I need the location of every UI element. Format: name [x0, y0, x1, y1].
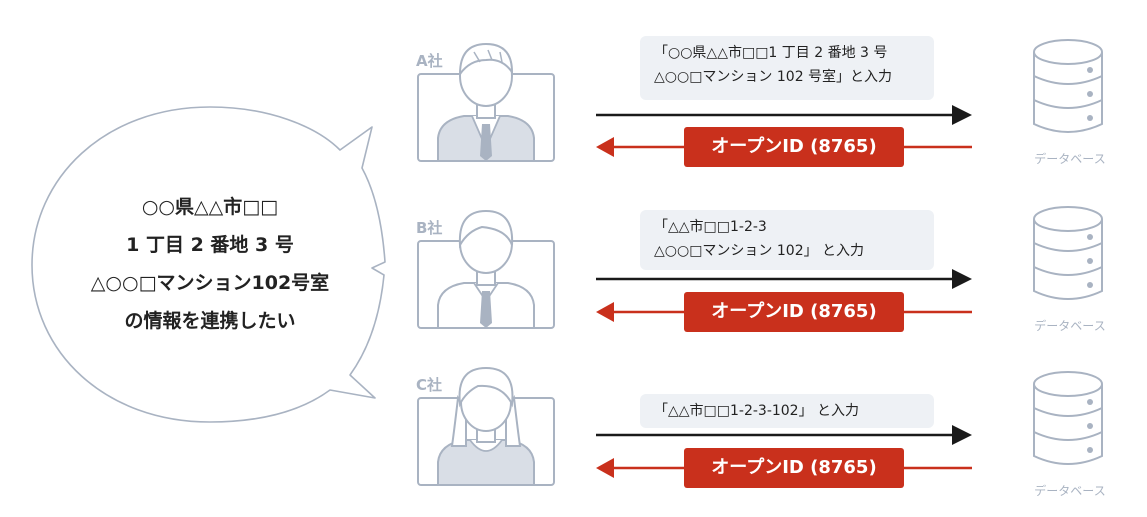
bubble-line-3: △○○□マンション102号室: [90, 272, 330, 294]
arrow-right-icon: [596, 105, 972, 125]
message-box-b: 「△△市□□1-2-3 △○○□マンション 102」 と入力: [640, 210, 934, 270]
company-label-a: A社: [416, 52, 443, 70]
person-icon: [417, 366, 555, 486]
database-icon: [1033, 206, 1103, 300]
company-label-b: B社: [416, 219, 443, 237]
database-label-b: データベース: [1034, 319, 1106, 333]
open-id-pill-c: オープンID (8765): [684, 448, 904, 488]
bubble-line-1: ○○県△△市□□: [141, 196, 279, 218]
person-icon: [417, 209, 555, 329]
database-label-a: データベース: [1034, 152, 1106, 166]
open-id-pill-b: オープンID (8765): [684, 292, 904, 332]
message-line: 「○○県△△市□□1 丁目 2 番地 3 号: [654, 45, 888, 61]
arrow-right-icon: [596, 269, 972, 289]
bubble-line-2: 1 丁目 2 番地 3 号: [126, 234, 294, 256]
company-label-c: C社: [416, 376, 443, 394]
person-icon: [417, 42, 555, 162]
bubble-line-4: の情報を連携したい: [124, 310, 296, 332]
message-line: △○○□マンション 102 号室」と入力: [654, 69, 893, 85]
message-line: 「△△市□□1-2-3: [654, 219, 767, 235]
open-id-pill-a: オープンID (8765): [684, 127, 904, 167]
bubble-text: ○○県△△市□□ 1 丁目 2 番地 3 号 △○○□マンション102号室 の情…: [60, 188, 360, 340]
database-icon: [1033, 39, 1103, 133]
message-line: △○○□マンション 102」 と入力: [654, 243, 865, 259]
arrow-right-icon: [596, 425, 972, 445]
database-icon: [1033, 371, 1103, 465]
database-label-c: データベース: [1034, 484, 1106, 498]
message-line: 「△△市□□1-2-3-102」 と入力: [654, 403, 860, 419]
message-box-a: 「○○県△△市□□1 丁目 2 番地 3 号 △○○□マンション 102 号室」…: [640, 36, 934, 100]
message-box-c: 「△△市□□1-2-3-102」 と入力: [640, 394, 934, 428]
